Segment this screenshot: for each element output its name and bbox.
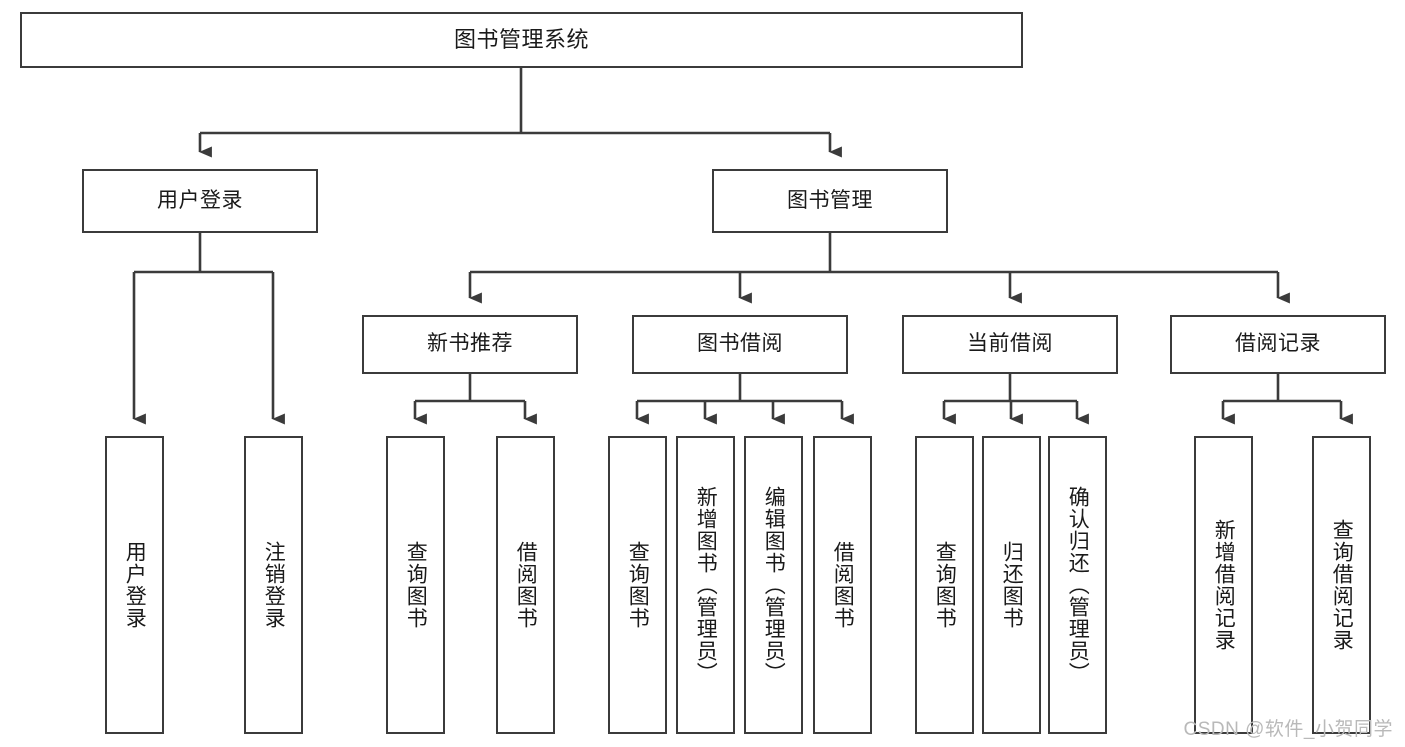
node-leaf-add-book-label: 新增图书（管理员） bbox=[694, 486, 718, 684]
node-leaf-query-record[interactable]: 查询借阅记录 bbox=[1312, 436, 1371, 734]
node-leaf-add-book[interactable]: 新增图书（管理员） bbox=[676, 436, 735, 734]
node-new-book-recommend[interactable]: 新书推荐 bbox=[362, 315, 578, 374]
node-new-book-recommend-label: 新书推荐 bbox=[427, 332, 513, 356]
node-root-label: 图书管理系统 bbox=[453, 27, 589, 53]
node-borrow-record[interactable]: 借阅记录 bbox=[1170, 315, 1386, 374]
watermark-text: CSDN @软件_小贺同学 bbox=[1183, 719, 1393, 740]
node-book-borrow-label: 图书借阅 bbox=[697, 332, 783, 356]
node-leaf-user-logout[interactable]: 注销登录 bbox=[244, 436, 303, 734]
node-current-borrow-label: 当前借阅 bbox=[967, 332, 1053, 356]
node-leaf-confirm-return-label: 确认归还（管理员） bbox=[1066, 486, 1090, 684]
node-leaf-borrow-book-1[interactable]: 借阅图书 bbox=[496, 436, 555, 734]
node-leaf-return-book-label: 归还图书 bbox=[1000, 541, 1024, 629]
node-leaf-borrow-book-2[interactable]: 借阅图书 bbox=[813, 436, 872, 734]
node-book-borrow[interactable]: 图书借阅 bbox=[632, 315, 848, 374]
node-leaf-edit-book-label: 编辑图书（管理员） bbox=[762, 486, 786, 684]
node-leaf-query-book-3-label: 查询图书 bbox=[933, 541, 957, 629]
node-leaf-query-book-2-label: 查询图书 bbox=[626, 541, 650, 629]
node-user-login-label: 用户登录 bbox=[157, 188, 243, 212]
node-leaf-user-logout-label: 注销登录 bbox=[262, 541, 286, 629]
node-leaf-user-login[interactable]: 用户登录 bbox=[105, 436, 164, 734]
node-borrow-record-label: 借阅记录 bbox=[1235, 332, 1321, 356]
node-leaf-user-login-label: 用户登录 bbox=[123, 541, 147, 629]
node-leaf-add-record-label: 新增借阅记录 bbox=[1212, 519, 1236, 651]
node-leaf-add-record[interactable]: 新增借阅记录 bbox=[1194, 436, 1253, 734]
node-leaf-borrow-book-1-label: 借阅图书 bbox=[514, 541, 538, 629]
node-leaf-edit-book[interactable]: 编辑图书（管理员） bbox=[744, 436, 803, 734]
node-root[interactable]: 图书管理系统 bbox=[20, 12, 1023, 68]
node-leaf-query-record-label: 查询借阅记录 bbox=[1330, 519, 1354, 651]
node-current-borrow[interactable]: 当前借阅 bbox=[902, 315, 1118, 374]
node-leaf-return-book[interactable]: 归还图书 bbox=[982, 436, 1041, 734]
node-leaf-query-book-2[interactable]: 查询图书 bbox=[608, 436, 667, 734]
node-leaf-borrow-book-2-label: 借阅图书 bbox=[831, 541, 855, 629]
node-leaf-query-book-3[interactable]: 查询图书 bbox=[915, 436, 974, 734]
node-book-management-label: 图书管理 bbox=[787, 188, 873, 212]
node-leaf-query-book-1[interactable]: 查询图书 bbox=[386, 436, 445, 734]
node-leaf-confirm-return[interactable]: 确认归还（管理员） bbox=[1048, 436, 1107, 734]
node-book-management[interactable]: 图书管理 bbox=[712, 169, 948, 233]
node-user-login[interactable]: 用户登录 bbox=[82, 169, 318, 233]
node-leaf-query-book-1-label: 查询图书 bbox=[404, 541, 428, 629]
